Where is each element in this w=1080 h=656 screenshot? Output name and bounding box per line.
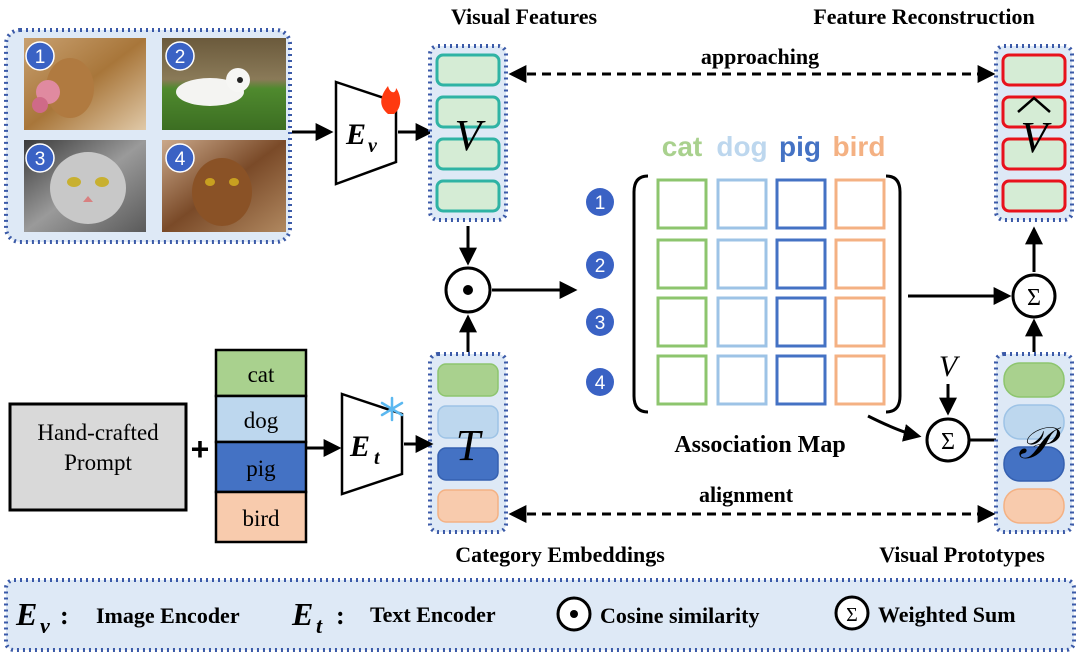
map-cell-dog-3: [716, 296, 768, 348]
arrow-map-to-prototype-sum: [867, 414, 922, 442]
header-bird: bird: [833, 131, 886, 162]
category-header: cat dog pig bird: [662, 131, 886, 162]
association-map-label: Association Map: [674, 432, 845, 458]
map-cell-dog-4: [716, 354, 768, 406]
map-cell-pig-2: [775, 238, 827, 290]
map-cell-pig-3: [775, 296, 827, 348]
image-panel: 1 2 3 4: [4, 28, 292, 244]
svg-text:Σ: Σ: [941, 429, 955, 455]
cosine-similarity-op: [444, 266, 492, 314]
weighted-sum-op-bottom: Σ: [925, 417, 971, 463]
row-badges: 1 2 3 4: [586, 188, 614, 396]
weighted-sum-op-top: Σ: [1011, 273, 1057, 319]
association-map: [632, 174, 902, 414]
snowflake-icon: [380, 396, 404, 422]
svg-text:E: E: [349, 430, 370, 463]
map-cell-cat-4: [656, 354, 708, 406]
svg-text:t: t: [374, 447, 381, 469]
svg-text::: :: [60, 601, 69, 630]
header-pig: pig: [779, 131, 821, 162]
svg-text:3: 3: [595, 313, 606, 334]
svg-text:Prompt: Prompt: [64, 450, 132, 475]
reconstructed-features-stack: V: [994, 44, 1074, 222]
legend-image-encoder: Image Encoder: [96, 603, 240, 628]
visual-features-title: Visual Features: [451, 4, 597, 29]
svg-text:2: 2: [175, 47, 186, 68]
map-cell-bird-3: [834, 296, 886, 348]
image-badge-1: 1: [25, 41, 55, 71]
feature-reconstruction-title: Feature Reconstruction: [813, 4, 1034, 29]
image-badge-4: 4: [165, 143, 195, 173]
legend-ev-e: E: [15, 596, 37, 632]
flame-icon: [381, 86, 401, 114]
visual-prototypes-title: Visual Prototypes: [879, 542, 1045, 567]
svg-text:Σ: Σ: [846, 604, 858, 626]
v-symbol: V: [455, 111, 487, 160]
svg-text::: :: [336, 601, 345, 630]
map-cell-bird-4: [834, 354, 886, 406]
text-encoder-et: E t: [340, 392, 404, 496]
header-cat: cat: [662, 131, 702, 162]
legend-weighted-sum: Weighted Sum: [878, 602, 1016, 627]
svg-text:1: 1: [595, 193, 606, 214]
hand-crafted-prompt-box: Hand-crafted Prompt: [8, 402, 188, 512]
image-badge-2: 2: [165, 41, 195, 71]
image-badge-3: 3: [25, 143, 55, 173]
v-input-label: V: [939, 350, 961, 383]
image-encoder-ev: E v: [334, 80, 398, 186]
category-embeddings-title: Category Embeddings: [455, 542, 665, 567]
hat-accent: [1017, 96, 1051, 113]
svg-text:4: 4: [595, 373, 606, 394]
legend-cosine: Cosine similarity: [600, 603, 760, 628]
label-bird: bird: [242, 506, 280, 531]
svg-text:2: 2: [595, 256, 606, 277]
svg-text:1: 1: [35, 47, 46, 68]
svg-text:Hand-crafted: Hand-crafted: [37, 420, 159, 445]
map-cell-cat-2: [656, 238, 708, 290]
map-cell-cat-1: [656, 178, 708, 230]
svg-text:4: 4: [175, 149, 186, 170]
map-cell-bird-2: [834, 238, 886, 290]
map-cell-dog-2: [716, 238, 768, 290]
image-dog-2: [162, 38, 286, 130]
svg-text:Σ: Σ: [1027, 285, 1041, 311]
map-cell-dog-1: [716, 178, 768, 230]
t-symbol: T: [456, 421, 484, 470]
header-dog: dog: [716, 131, 767, 162]
map-cell-pig-4: [775, 354, 827, 406]
legend: E v : Image Encoder E t : Text Encoder C…: [4, 578, 1076, 652]
visual-prototypes-stack: 𝒫: [994, 352, 1074, 534]
plus-sign: +: [191, 431, 210, 467]
approaching-label: approaching: [701, 44, 819, 69]
category-label-stack: cat dog pig bird: [214, 348, 308, 544]
v-hat-symbol: V: [1021, 113, 1053, 162]
visual-features-stack: V: [428, 44, 508, 222]
label-pig: pig: [246, 456, 276, 481]
svg-text:v: v: [368, 135, 378, 157]
svg-text:3: 3: [35, 149, 46, 170]
legend-et-sub: t: [316, 613, 323, 638]
legend-text-encoder: Text Encoder: [370, 602, 496, 627]
label-dog: dog: [244, 408, 279, 433]
map-cell-pig-1: [775, 178, 827, 230]
legend-cosine-icon: [556, 596, 592, 632]
label-cat: cat: [248, 362, 275, 387]
legend-ev-sub: v: [40, 613, 50, 638]
svg-text:E: E: [345, 118, 366, 151]
alignment-label: alignment: [699, 482, 794, 507]
image-cat-3: [24, 140, 146, 232]
legend-et-e: E: [291, 596, 313, 632]
category-embeddings-stack: T: [428, 352, 508, 534]
map-cell-bird-1: [834, 178, 886, 230]
legend-sigma-icon: Σ: [834, 595, 870, 631]
map-cell-cat-3: [656, 296, 708, 348]
